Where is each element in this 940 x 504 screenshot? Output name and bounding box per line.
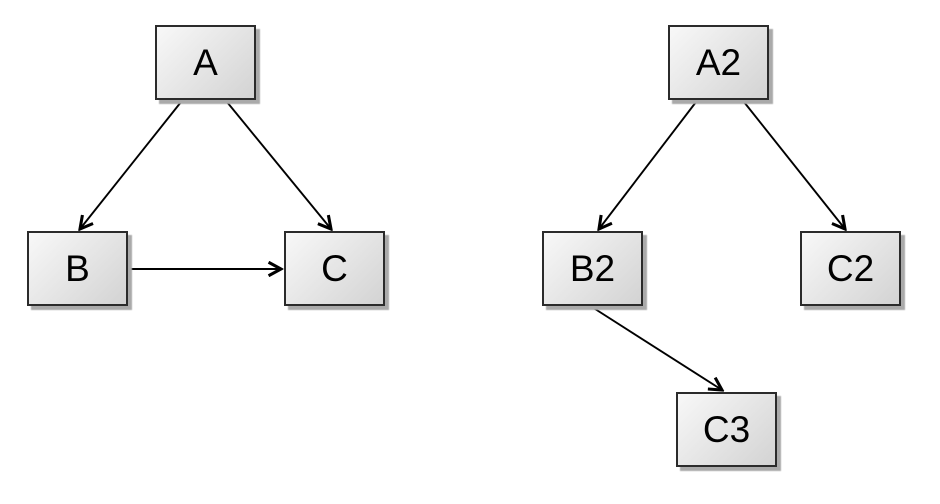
edge-A-B	[80, 101, 182, 229]
node-label-B: B	[65, 248, 90, 289]
node-label-C: C	[321, 248, 348, 289]
edge-B2-C3	[591, 306, 722, 390]
edge-A2-C2	[743, 101, 845, 229]
edge-A-C	[226, 101, 331, 229]
node-A2: A2	[668, 25, 769, 100]
node-B2: B2	[542, 231, 643, 306]
node-label-A: A	[193, 42, 218, 83]
edge-group	[80, 101, 845, 390]
node-A: A	[155, 25, 256, 100]
edge-A2-B2	[599, 101, 697, 229]
node-label-A2: A2	[695, 42, 742, 83]
node-C3: C3	[676, 392, 777, 467]
node-C: C	[284, 231, 385, 306]
node-label-B2: B2	[569, 248, 616, 289]
node-B: B	[27, 231, 128, 306]
node-label-C2: C2	[826, 248, 875, 289]
node-label-C3: C3	[702, 409, 751, 450]
node-C2: C2	[800, 231, 901, 306]
